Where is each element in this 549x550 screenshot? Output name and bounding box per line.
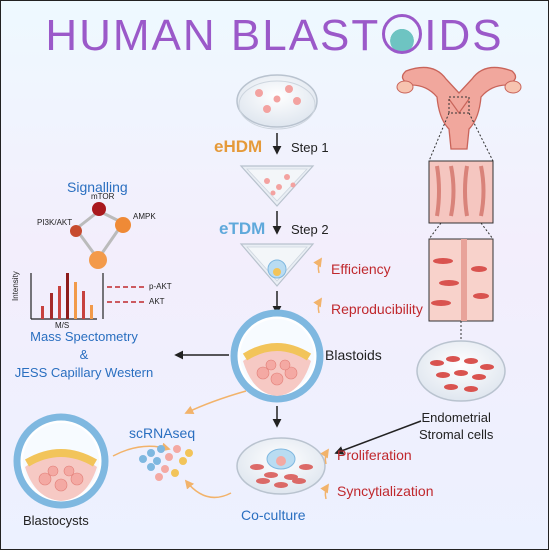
ehdm-label: eHDM	[214, 137, 263, 156]
petri-dish-icon	[236, 74, 318, 130]
intensity-axis-label: Intensity	[11, 271, 20, 301]
coculture-dish-icon	[236, 437, 326, 495]
step1-label: Step 1	[291, 140, 329, 155]
title-left: HUMAN BLAST	[45, 11, 381, 60]
mass-spec-label: Mass Spectometry	[30, 329, 138, 344]
akt-label: AKT	[149, 297, 165, 306]
title: HUMAN BLAST IDS	[1, 11, 548, 61]
reproducibility-label: Reproducibility	[331, 301, 423, 317]
stromal-label: Stromal cells	[419, 427, 494, 442]
jess-western-plot-icon	[102, 273, 145, 319]
signalling-network-icon	[70, 202, 131, 269]
stromal-cells-label: Endometrial Stromal cells	[419, 409, 493, 443]
pyramid-well-icon	[239, 165, 315, 207]
pyramid-well-blastoid-icon	[239, 243, 315, 287]
blastocyst-icon	[13, 413, 109, 509]
coculture-label: Co-culture	[241, 507, 306, 523]
proliferation-label: Proliferation	[337, 447, 412, 463]
analysis-block: Mass Spectometry & JESS Capillary Wester…	[1, 328, 167, 382]
blastoid-icon	[230, 309, 324, 403]
efficiency-label: Efficiency	[331, 261, 391, 277]
mtor-label: mTOR	[91, 192, 115, 201]
etdm-label: eTDM	[219, 219, 266, 238]
jess-label: JESS Capillary Western	[14, 365, 154, 380]
mass-spec-plot-icon	[30, 273, 97, 320]
ms-axis-label: M/S	[55, 321, 70, 330]
blastocysts-label: Blastocysts	[23, 513, 89, 528]
pi3k-label: PI3K/AKT	[37, 218, 73, 227]
ampersand-label: &	[79, 347, 89, 362]
scrnaseq-label: scRNAseq	[129, 425, 196, 441]
signalling-title: Signalling	[67, 179, 128, 195]
title-right: IDS	[424, 11, 504, 60]
stromal-dish-icon	[416, 340, 506, 402]
pakt-label: p-AKT	[149, 282, 172, 291]
stromal-tissue-icon	[428, 238, 494, 322]
endometrium-tissue-icon	[428, 160, 494, 224]
endometrial-label: Endometrial	[421, 410, 491, 425]
blastoids-label: Blastoids	[325, 347, 382, 363]
scrnaseq-clusters-icon	[139, 445, 193, 481]
ampk-label: AMPK	[133, 212, 156, 221]
title-o-blastoid-icon	[382, 14, 423, 54]
syncytialization-label: Syncytialization	[337, 483, 434, 499]
uterus-icon	[396, 66, 522, 150]
step2-label: Step 2	[291, 222, 329, 237]
